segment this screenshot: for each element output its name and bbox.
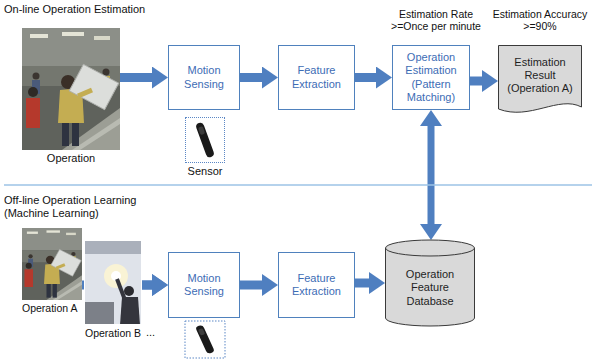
text-holder: Operation Estimation (Pattern Matching) (398, 51, 464, 104)
cylinder-outline (386, 240, 475, 326)
text-holder: Motion Sensing (174, 272, 234, 298)
flow-arrow (240, 73, 262, 82)
operation-a-photo (22, 228, 82, 300)
caption-holder: Operation B (84, 327, 142, 340)
caption-holder: Operation (22, 152, 120, 165)
sensor-device (195, 122, 215, 159)
flow-arrow (355, 73, 376, 82)
operation-b-photo (84, 240, 142, 325)
section-label: Off-line Operation Learning (Machine Lea… (4, 194, 154, 219)
node-text: Feature Extraction (284, 64, 349, 90)
process-box: Feature Extraction (278, 45, 355, 110)
node-text: Operation (22, 152, 120, 165)
flow-arrow (470, 77, 482, 86)
section-label: ... (146, 326, 166, 339)
section-divider (4, 184, 592, 186)
section-label: Estimation Rate >=Once per minute (384, 8, 488, 32)
node-text: Operation Estimation (Pattern Matching) (398, 51, 464, 104)
process-box: Motion Sensing (168, 45, 240, 110)
node-text: Operation Feature Database (390, 268, 470, 308)
node-text: Sensor (180, 165, 230, 178)
node-text: Motion Sensing (174, 64, 234, 90)
cylinder-rim (386, 248, 475, 256)
caption-holder: Operation A (22, 302, 82, 315)
sensor-device (195, 325, 215, 354)
node-text: Motion Sensing (174, 272, 234, 298)
document-shape: Estimation Result (Operation A) (498, 45, 582, 117)
photo-figure: Operation B (84, 240, 142, 340)
node-text: Operation B (84, 327, 142, 340)
flow-arrow (428, 126, 435, 224)
sensor-frame (185, 321, 225, 358)
text-holder: Operation Feature Database (390, 268, 470, 308)
flow-arrow (142, 281, 152, 290)
operation-photo (22, 28, 120, 150)
database-cylinder: Operation Feature Database (385, 240, 475, 326)
process-box: Operation Estimation (Pattern Matching) (392, 45, 470, 110)
photo-figure: Operation A (22, 228, 82, 316)
node-text: Estimation Result (Operation A) (503, 56, 577, 96)
text-holder: Feature Extraction (284, 272, 349, 298)
document-outline (499, 46, 582, 113)
flow-arrow (355, 279, 369, 288)
photo-figure: Operation (22, 28, 120, 172)
text-holder: Motion Sensing (174, 64, 234, 90)
caption-holder: Sensor (180, 165, 230, 178)
section-label: Estimation Accuracy >=90% (490, 8, 590, 32)
process-box: Feature Extraction (278, 252, 355, 318)
sensor-frame (185, 117, 225, 163)
process-box: Motion Sensing (168, 252, 240, 318)
flow-arrow (120, 73, 152, 82)
section-label: On-line Operation Estimation (4, 3, 204, 16)
text-holder: Feature Extraction (284, 64, 349, 90)
sensor-figure: Sensor (180, 117, 230, 179)
flow-arrow (240, 281, 262, 290)
text-holder: Estimation Result (Operation A) (503, 56, 577, 96)
node-text: Operation A (22, 302, 82, 315)
node-text: Feature Extraction (284, 272, 349, 298)
